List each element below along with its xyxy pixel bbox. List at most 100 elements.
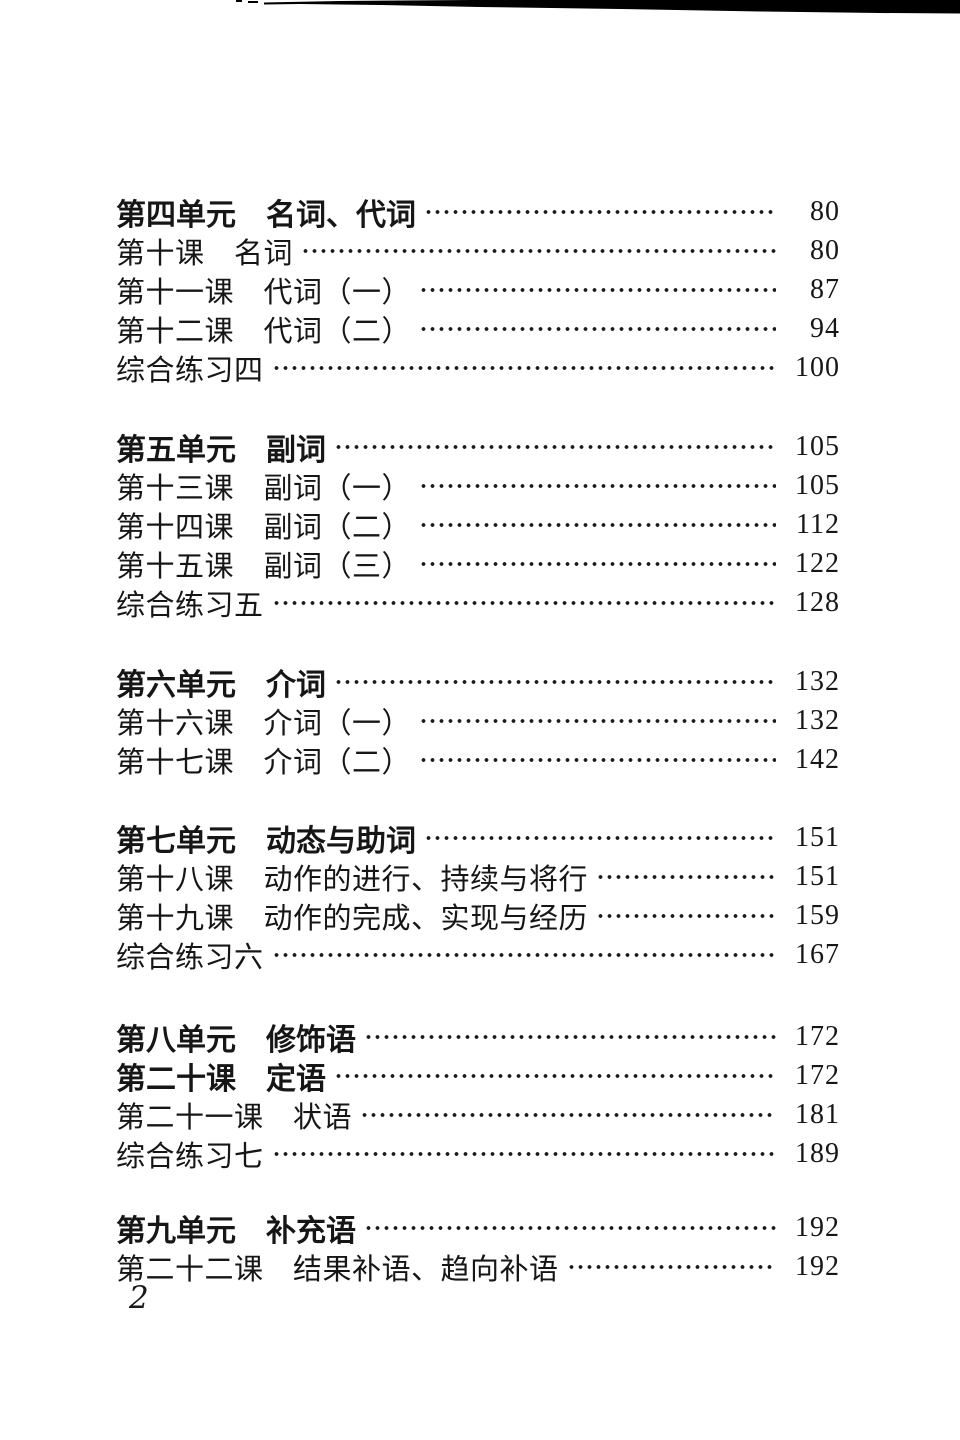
toc-row: 第十一课 代词（一） 87 bbox=[116, 270, 840, 309]
toc-section-unit-6: 第六单元 介词 132 第十六课 介词（一） 132 第十七课 介词（二） 14… bbox=[116, 662, 840, 779]
table-of-contents: 第四单元 名词、代词 80 第十课 名词 80 第十一课 代词（一） 87 第十… bbox=[116, 192, 840, 1286]
page-number: 151 bbox=[795, 821, 840, 853]
toc-entry-title: 第十三课 副词（一） bbox=[116, 472, 412, 505]
dot-leader bbox=[271, 348, 776, 387]
page-number: 105 bbox=[795, 430, 840, 462]
toc-row: 第九单元 补充语 192 bbox=[116, 1208, 840, 1248]
toc-entry-title: 第八单元 修饰语 bbox=[116, 1023, 356, 1057]
toc-row: 综合练习五 128 bbox=[116, 583, 840, 622]
toc-entry-title: 第十六课 介词（一） bbox=[116, 707, 412, 740]
toc-section-unit-9: 第九单元 补充语 192 第二十二课 结果补语、趋向补语 192 bbox=[116, 1208, 840, 1286]
dot-leader bbox=[419, 270, 776, 309]
dot-leader bbox=[271, 583, 776, 622]
dot-leader bbox=[364, 1208, 776, 1247]
toc-row: 第十课 名词 80 bbox=[116, 231, 840, 270]
toc-row: 第十五课 副词（三） 122 bbox=[116, 544, 840, 583]
toc-entry-title: 第十九课 动作的完成、实现与经历 bbox=[116, 902, 589, 935]
page-number: 181 bbox=[795, 1098, 840, 1130]
toc-entry-title: 第七单元 动态与助词 bbox=[116, 824, 416, 858]
toc-section-unit-7: 第七单元 动态与助词 151 第十八课 动作的进行、持续与将行 151 第十九课… bbox=[116, 818, 840, 974]
page-number: 122 bbox=[795, 547, 840, 579]
dot-leader bbox=[419, 309, 776, 348]
toc-entry-title: 综合练习四 bbox=[116, 354, 264, 387]
toc-entry-title: 第十七课 介词（二） bbox=[116, 746, 412, 779]
scan-artifact-bar bbox=[236, 0, 960, 14]
dot-leader bbox=[596, 857, 776, 896]
toc-row: 第六单元 介词 132 bbox=[116, 662, 840, 702]
toc-entry-title: 第十四课 副词（二） bbox=[116, 511, 412, 544]
dot-leader bbox=[419, 505, 776, 544]
page-number: 189 bbox=[795, 1137, 840, 1169]
toc-row: 第十七课 介词（二） 142 bbox=[116, 740, 840, 779]
dot-leader bbox=[419, 466, 776, 505]
dot-leader bbox=[419, 740, 776, 779]
toc-row: 综合练习四 100 bbox=[116, 348, 840, 387]
page-number: 151 bbox=[795, 860, 840, 892]
toc-row: 综合练习七 189 bbox=[116, 1134, 840, 1173]
dot-leader bbox=[334, 427, 776, 466]
toc-section-unit-8: 第八单元 修饰语 172 第二十课 定语 172 第二十一课 状语 181 综合… bbox=[116, 1017, 840, 1173]
dot-leader bbox=[301, 231, 776, 270]
toc-row: 第二十二课 结果补语、趋向补语 192 bbox=[116, 1247, 840, 1286]
toc-entry-title: 第十二课 代词（二） bbox=[116, 315, 412, 348]
page-number: 192 bbox=[795, 1250, 840, 1282]
page-number: 142 bbox=[795, 743, 840, 775]
page-number: 132 bbox=[795, 665, 840, 697]
page-number: 94 bbox=[810, 312, 840, 344]
dot-leader bbox=[424, 192, 776, 231]
toc-entry-title: 综合练习五 bbox=[116, 589, 264, 622]
dot-leader bbox=[334, 662, 776, 701]
toc-entry-title: 第四单元 名词、代词 bbox=[116, 198, 416, 232]
toc-entry-title: 第十一课 代词（一） bbox=[116, 276, 412, 309]
page-number: 87 bbox=[810, 273, 840, 305]
toc-row: 第十二课 代词（二） 94 bbox=[116, 309, 840, 348]
dot-leader bbox=[419, 701, 776, 740]
page-number: 172 bbox=[795, 1059, 840, 1091]
toc-row: 第十八课 动作的进行、持续与将行 151 bbox=[116, 857, 840, 896]
page-number: 167 bbox=[795, 938, 840, 970]
toc-row: 第二十一课 状语 181 bbox=[116, 1095, 840, 1134]
toc-entry-title: 第九单元 补充语 bbox=[116, 1214, 356, 1248]
toc-row: 第十四课 副词（二） 112 bbox=[116, 505, 840, 544]
page-number: 172 bbox=[795, 1020, 840, 1052]
page-number: 192 bbox=[795, 1211, 840, 1243]
toc-row: 第七单元 动态与助词 151 bbox=[116, 818, 840, 858]
page-number: 105 bbox=[795, 469, 840, 501]
page-number: 80 bbox=[810, 195, 840, 227]
footer-page-number: 2 bbox=[129, 1280, 149, 1316]
dot-leader bbox=[596, 896, 776, 935]
toc-row: 第十六课 介词（一） 132 bbox=[116, 701, 840, 740]
dot-leader bbox=[566, 1247, 776, 1286]
toc-row: 第四单元 名词、代词 80 bbox=[116, 192, 840, 232]
toc-section-unit-5: 第五单元 副词 105 第十三课 副词（一） 105 第十四课 副词（二） 11… bbox=[116, 427, 840, 622]
toc-entry-title: 第二十二课 结果补语、趋向补语 bbox=[116, 1253, 559, 1286]
page-number: 128 bbox=[795, 586, 840, 618]
dot-leader bbox=[271, 1134, 776, 1173]
toc-entry-title: 第十五课 副词（三） bbox=[116, 550, 412, 583]
toc-entry-title: 综合练习七 bbox=[116, 1140, 264, 1173]
dot-leader bbox=[334, 1056, 776, 1095]
toc-entry-title: 第六单元 介词 bbox=[116, 668, 326, 702]
page-number: 112 bbox=[796, 508, 840, 540]
toc-entry-title: 第二十课 定语 bbox=[116, 1062, 326, 1096]
toc-entry-title: 第十八课 动作的进行、持续与将行 bbox=[116, 863, 589, 896]
page-number: 159 bbox=[795, 899, 840, 931]
toc-section-unit-4: 第四单元 名词、代词 80 第十课 名词 80 第十一课 代词（一） 87 第十… bbox=[116, 192, 840, 387]
dot-leader bbox=[364, 1017, 776, 1056]
toc-row: 第十九课 动作的完成、实现与经历 159 bbox=[116, 896, 840, 935]
toc-row: 第十三课 副词（一） 105 bbox=[116, 466, 840, 505]
toc-row: 第八单元 修饰语 172 bbox=[116, 1017, 840, 1057]
toc-entry-title: 第十课 名词 bbox=[116, 237, 294, 270]
toc-row: 第五单元 副词 105 bbox=[116, 427, 840, 467]
toc-row: 第二十课 定语 172 bbox=[116, 1056, 840, 1096]
dot-leader bbox=[271, 935, 776, 974]
dot-leader bbox=[419, 544, 776, 583]
page-number: 100 bbox=[795, 351, 840, 383]
toc-entry-title: 综合练习六 bbox=[116, 941, 264, 974]
dot-leader bbox=[424, 818, 776, 857]
toc-entry-title: 第二十一课 状语 bbox=[116, 1101, 353, 1134]
toc-row: 综合练习六 167 bbox=[116, 935, 840, 974]
page-number: 132 bbox=[795, 704, 840, 736]
toc-entry-title: 第五单元 副词 bbox=[116, 433, 326, 467]
page-number: 80 bbox=[810, 234, 840, 266]
